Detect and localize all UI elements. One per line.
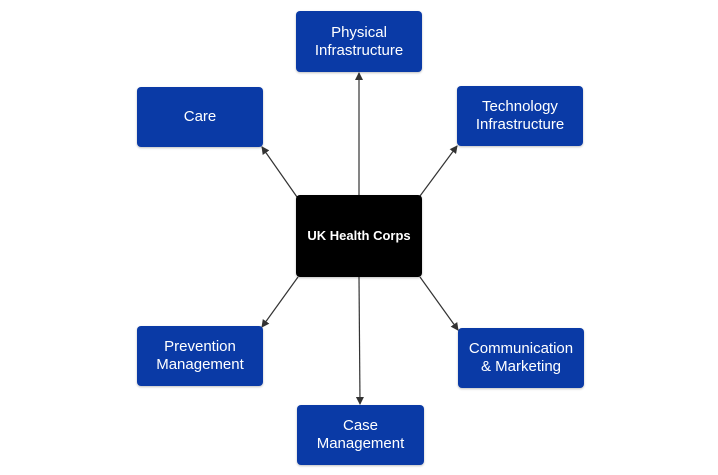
node-uk-health-corps[interactable]: UK Health Corps — [296, 195, 422, 277]
arrow-to-communication-marketing — [419, 276, 459, 331]
node-physical-infrastructure[interactable]: Physical Infrastructure — [296, 11, 422, 72]
arrow-to-care — [261, 146, 298, 198]
node-care[interactable]: Care — [137, 87, 263, 147]
node-technology-infrastructure[interactable]: Technology Infrastructure — [457, 86, 583, 146]
node-communication-marketing[interactable]: Communication & Marketing — [458, 328, 584, 388]
arrow-to-prevention-management — [261, 276, 299, 328]
arrow-to-case-management — [355, 276, 364, 405]
node-case-management[interactable]: Case Management — [297, 405, 424, 465]
node-prevention-management[interactable]: Prevention Management — [137, 326, 263, 386]
arrow-to-technology-infrastructure — [419, 145, 458, 197]
